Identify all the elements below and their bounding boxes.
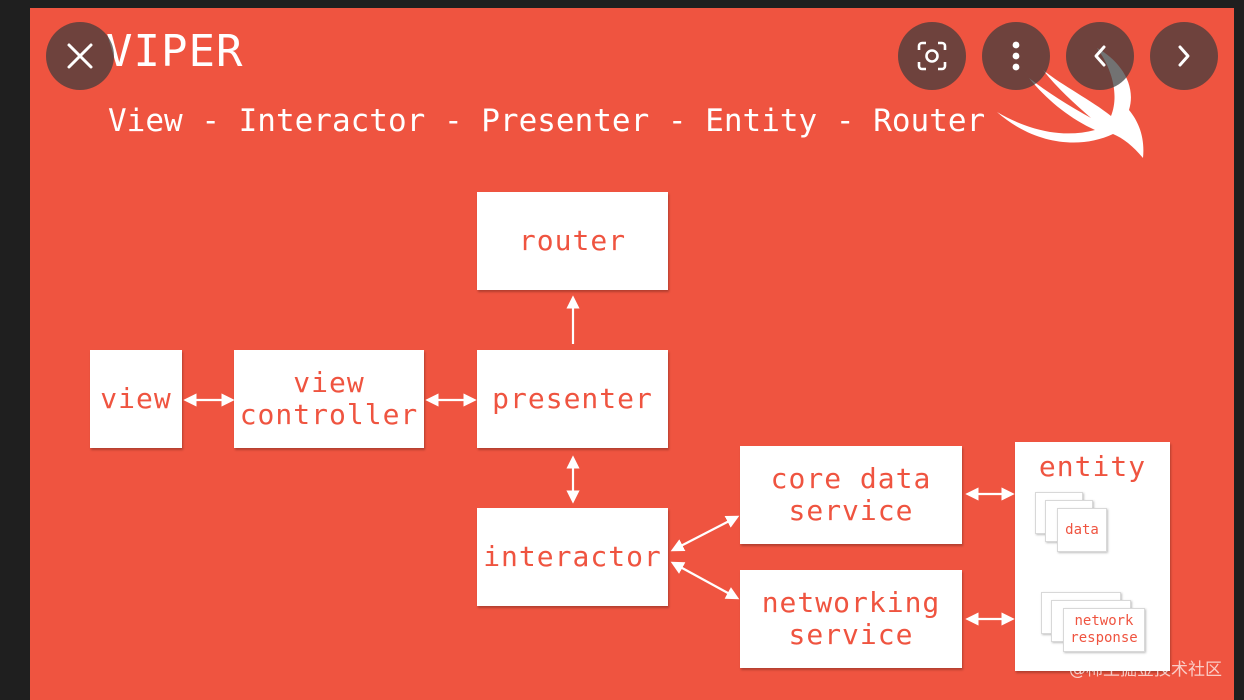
router-box: router — [477, 192, 668, 290]
more-vertical-icon — [1012, 41, 1020, 71]
lens-icon — [917, 41, 947, 71]
data-card: data — [1057, 508, 1107, 552]
chevron-right-icon — [1178, 45, 1190, 67]
view-label: view — [100, 382, 172, 415]
slide-title: VIPER — [106, 26, 244, 77]
arrow-interactor-to-core-data — [670, 515, 740, 552]
close-icon — [67, 43, 93, 69]
networking-service-label: networking service — [761, 586, 941, 651]
network-card-label: network response — [1070, 613, 1138, 646]
interactor-box: interactor — [477, 508, 668, 606]
swift-logo — [997, 48, 1144, 158]
diagram-connectors — [183, 295, 1015, 626]
presenter-box: presenter — [477, 350, 668, 448]
close-button[interactable] — [46, 22, 114, 90]
next-button[interactable] — [1150, 22, 1218, 90]
chevron-left-icon — [1094, 45, 1106, 67]
slide-subtitle: View - Interactor - Presenter - Entity -… — [108, 103, 986, 139]
entity-label: entity — [1038, 450, 1147, 483]
watermark: @稀土掘金技术社区 — [1069, 660, 1222, 680]
network-card: network response — [1063, 608, 1145, 652]
core-data-service-label: core data service — [770, 462, 932, 527]
router-label: router — [518, 224, 627, 257]
data-card-label: data — [1065, 521, 1099, 538]
networking-service-box: networking service — [740, 570, 962, 668]
lens-button[interactable] — [898, 22, 966, 90]
interactor-label: interactor — [483, 540, 662, 573]
slide: VIPER View - Interactor - Presenter - En… — [30, 8, 1234, 700]
core-data-service-box: core data service — [740, 446, 962, 544]
view-controller-label: view controller — [239, 366, 419, 431]
previous-button[interactable] — [1066, 22, 1134, 90]
presenter-label: presenter — [492, 382, 653, 415]
more-options-button[interactable] — [982, 22, 1050, 90]
view-controller-box: view controller — [234, 350, 424, 448]
view-box: view — [90, 350, 182, 448]
entity-box: entity data network response — [1015, 442, 1170, 671]
arrow-interactor-to-networking — [670, 561, 740, 600]
